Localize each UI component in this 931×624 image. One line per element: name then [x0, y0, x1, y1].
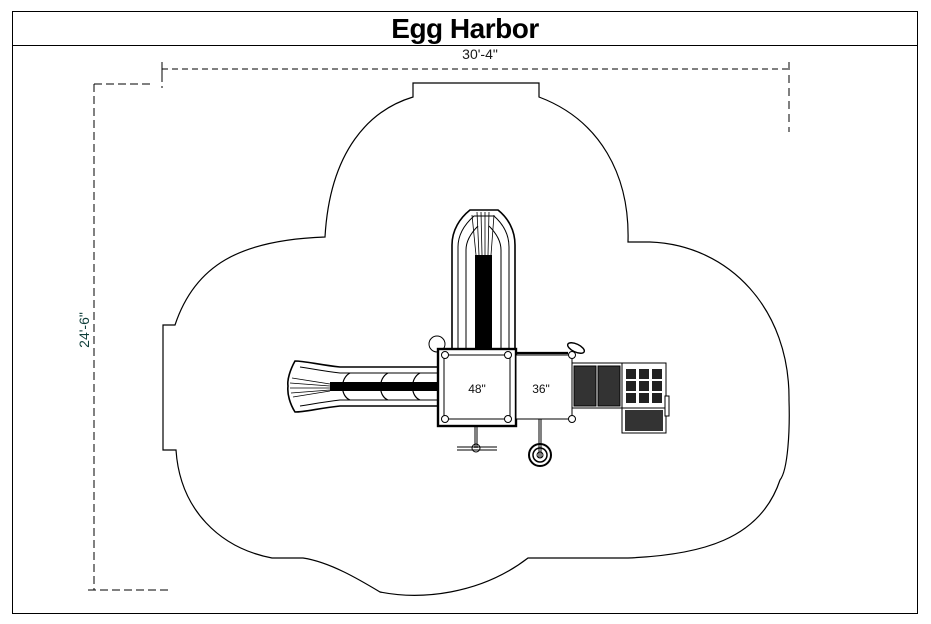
width-dimension-line	[161, 62, 790, 132]
secondary-deck-height-label: 36"	[532, 382, 550, 396]
width-dimension-label: 30'-4"	[462, 46, 498, 62]
wave-slide-north	[451, 209, 516, 355]
use-zone-outline	[162, 82, 790, 596]
tube-slide-west	[287, 360, 443, 413]
steering-wheel	[566, 342, 586, 354]
tic-tac-toe-panel	[621, 362, 670, 434]
main-deck-height-label: 48"	[468, 382, 486, 396]
drawing-frame: Egg Harbor	[12, 11, 918, 614]
page-title: Egg Harbor	[391, 12, 539, 44]
secondary-deck	[515, 351, 576, 423]
depth-dimension-line	[88, 83, 168, 591]
climbing-grid-panels	[571, 362, 623, 409]
spring-rider-spiral	[528, 419, 552, 467]
title-bar: Egg Harbor	[13, 12, 917, 46]
t-bar-post	[457, 426, 497, 453]
